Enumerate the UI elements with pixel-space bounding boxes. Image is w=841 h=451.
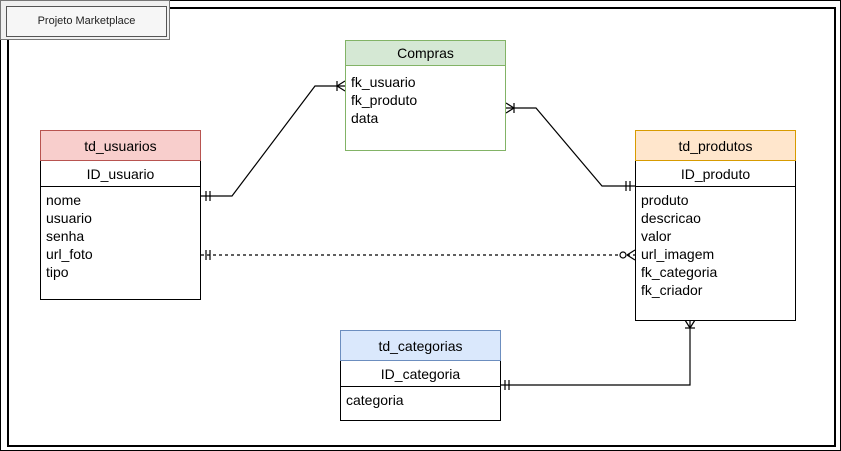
attribute: data [351, 110, 379, 126]
attribute: senha [46, 228, 85, 244]
optional-zero-marker [619, 251, 627, 259]
attribute: url_imagem [641, 246, 715, 262]
attribute: fk_produto [351, 92, 418, 108]
crowfoot-marker [689, 319, 696, 329]
entity-header: td_produtos [635, 130, 796, 161]
attribute: nome [46, 192, 82, 208]
entity-header: td_usuarios [40, 130, 201, 161]
attribute-list: nome usuario senha url_foto tipo [41, 187, 200, 281]
primary-key-field: ID_produto [636, 161, 795, 187]
entity-header: td_categorias [340, 330, 501, 361]
diagram-border [7, 7, 836, 447]
diagram-title-tab[interactable]: Projeto Marketplace [0, 0, 170, 40]
crowfoot-marker [336, 80, 346, 87]
primary-key-field: ID_categoria [341, 361, 500, 387]
crowfoot-marker [336, 85, 346, 92]
attribute: fk_categoria [641, 264, 718, 280]
attribute: produto [641, 192, 689, 208]
attribute: fk_usuario [351, 74, 416, 90]
crowfoot-marker [505, 107, 515, 114]
entity-td-usuarios[interactable]: td_usuarios ID_usuario nome usuario senh… [40, 130, 201, 300]
attribute: usuario [46, 210, 92, 226]
relationship-produtos-compras [506, 107, 635, 187]
crowfoot-marker [684, 319, 691, 329]
entity-td-categorias[interactable]: td_categorias ID_categoria categoria [340, 330, 501, 421]
attribute: categoria [346, 392, 404, 408]
entity-td-produtos[interactable]: td_produtos ID_produto produto descricao… [635, 130, 796, 321]
attribute: valor [641, 228, 672, 244]
crowfoot-marker [626, 249, 636, 256]
attribute: url_foto [46, 246, 93, 262]
attribute: tipo [46, 264, 69, 280]
attribute-list: fk_usuario fk_produto data [346, 66, 505, 127]
attribute-list: produto descricao valor url_imagem fk_ca… [636, 187, 795, 299]
attribute: fk_criador [641, 282, 703, 298]
attribute-list: categoria [341, 387, 500, 409]
relationship-usuarios-compras [201, 85, 345, 197]
attribute: descricao [641, 210, 701, 226]
entity-header: Compras [346, 41, 505, 66]
entity-compras[interactable]: Compras fk_usuario fk_produto data [345, 40, 506, 151]
crowfoot-marker [505, 102, 515, 109]
diagram-title: Projeto Marketplace [6, 6, 167, 37]
relationship-categorias-produtos [500, 320, 691, 386]
primary-key-field: ID_usuario [41, 161, 200, 187]
crowfoot-marker [626, 254, 636, 261]
